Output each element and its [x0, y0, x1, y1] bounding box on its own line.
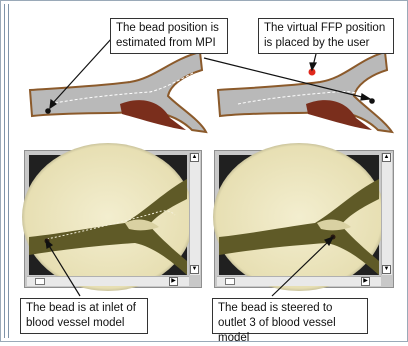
arrow-to-inlet-bead: [48, 244, 80, 296]
arrow-head-inlet: [46, 240, 52, 248]
arrow-to-outlet-bead: [272, 240, 330, 296]
callout-bottom-left: The bead is at inlet of blood vessel mod…: [20, 298, 148, 334]
callout-bottom-right: The bead is steered to outlet 3 of blood…: [212, 298, 368, 334]
